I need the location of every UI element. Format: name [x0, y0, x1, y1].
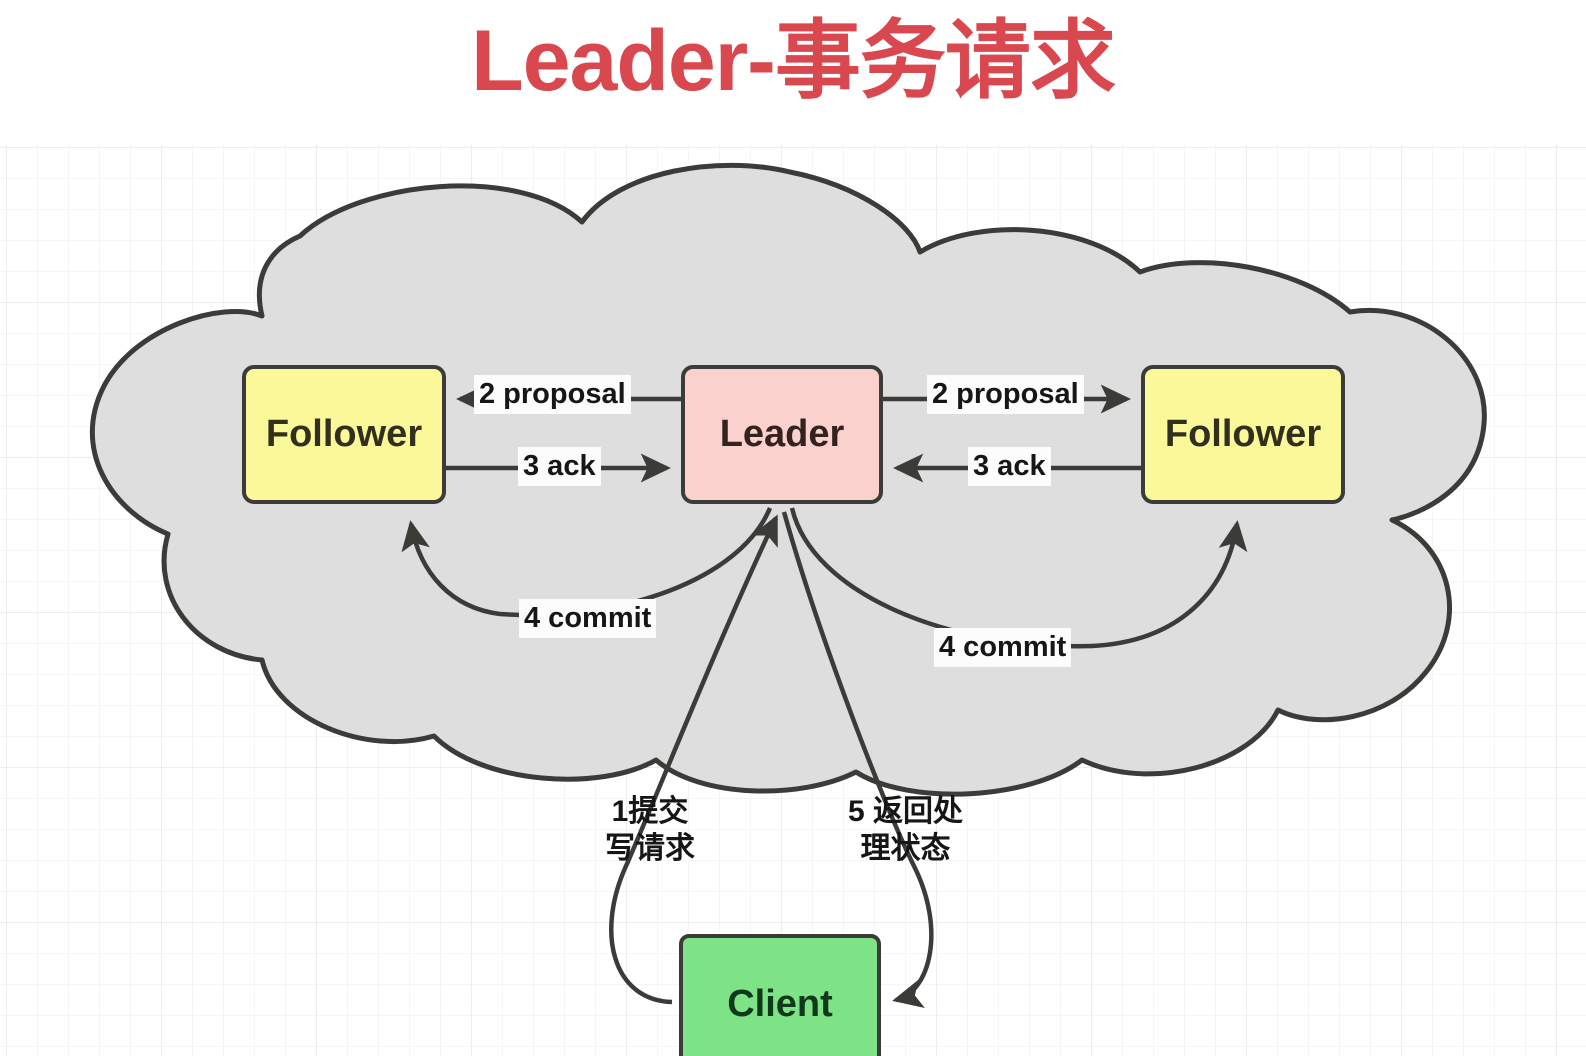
edge-client-request — [609, 514, 779, 1005]
node-leader[interactable]: Leader — [681, 365, 883, 504]
node-label: Client — [727, 982, 833, 1025]
node-follower-left[interactable]: Follower — [242, 365, 446, 504]
edge-label-ack-right: 3 ack — [968, 447, 1051, 487]
node-label: Follower — [265, 413, 423, 455]
edge-label-client-response-line2: 理状态 — [860, 831, 951, 865]
node-follower-right[interactable]: Follower — [1141, 365, 1345, 504]
node-client[interactable]: Client — [679, 934, 881, 1056]
edge-label-client-request-line2: 写请求 — [605, 831, 695, 865]
edge-label-proposal-right: 2 proposal — [927, 375, 1084, 415]
node-label: Leader — [719, 413, 845, 455]
edge-label-client-response: 5 返回处 理状态 — [843, 792, 968, 869]
page-title: Leader-事务请求 — [471, 13, 1116, 109]
edge-label-ack-left: 3 ack — [518, 447, 601, 487]
edge-label-client-response-line1: 5 返回处 — [848, 795, 964, 828]
edge-label-commit-right: 4 commit — [934, 628, 1072, 668]
edge-label-commit-left: 4 commit — [519, 599, 657, 639]
edge-label-proposal-left: 2 proposal — [474, 375, 631, 415]
edge-label-client-request-line1: 1提交 — [611, 795, 689, 828]
edge-client-response — [781, 511, 934, 1008]
node-label: Follower — [1164, 413, 1322, 455]
edge-label-client-request: 1提交 写请求 — [600, 792, 700, 869]
